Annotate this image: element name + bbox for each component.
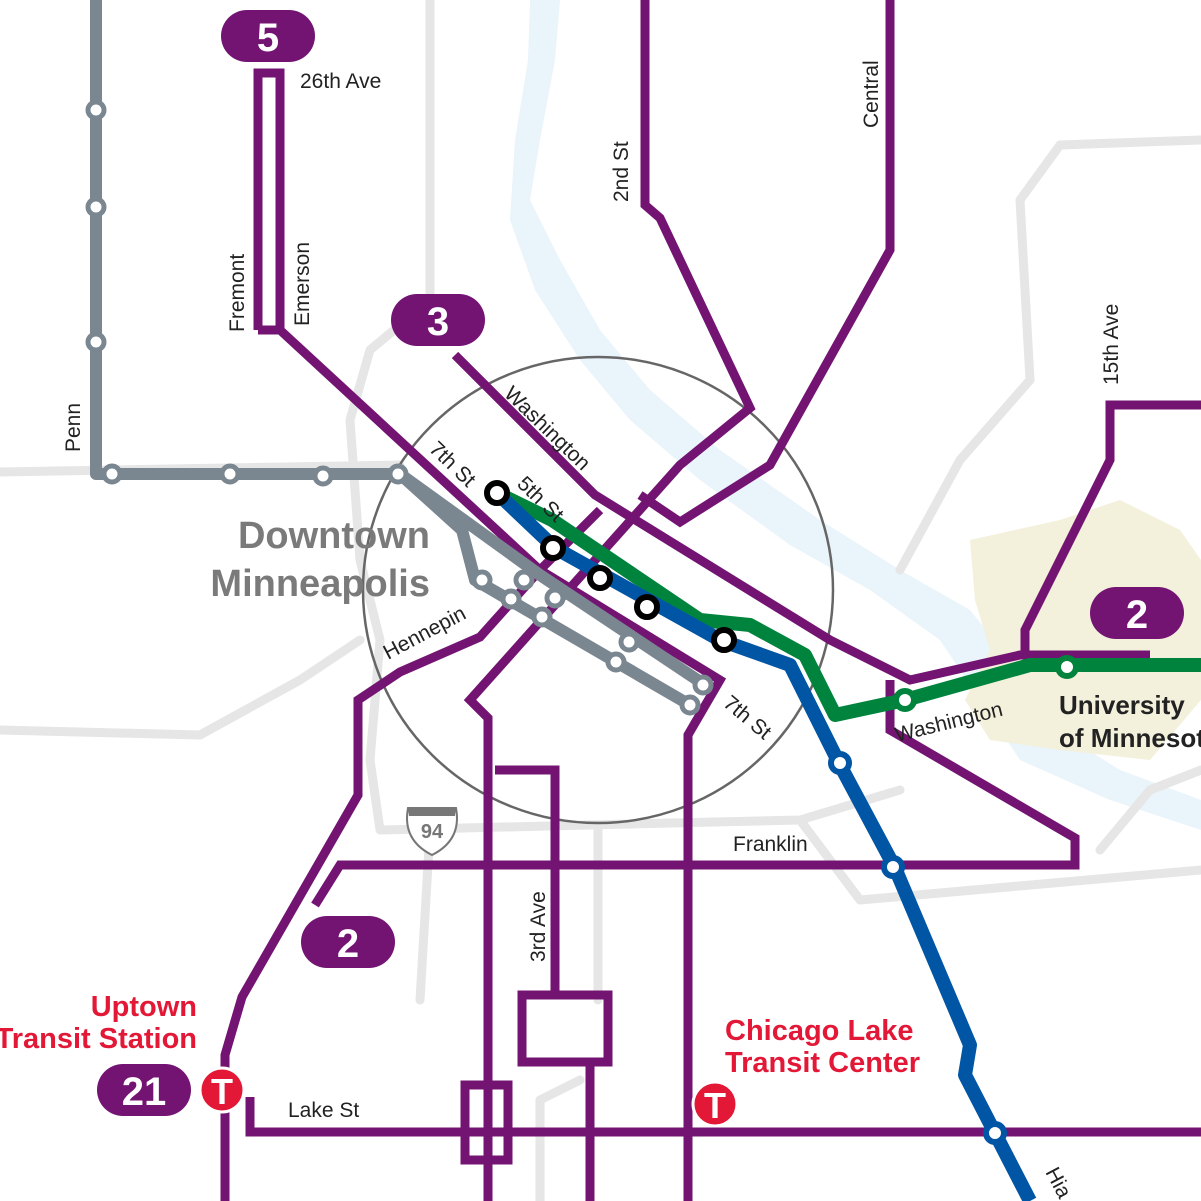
map-shape [500,588,522,610]
route-5-badge: 5 [221,10,315,62]
route-hennepin [220,506,604,1201]
uptown-label-1: Uptown [91,991,197,1023]
uptown-transit-icon[interactable]: T [198,1066,246,1114]
downtown-zone-circle [361,355,835,825]
map-shape [301,916,395,968]
label-7th-st-south: 7th St [719,691,776,744]
map-shape [85,196,107,218]
map-shape [415,825,435,1005]
map-shape [544,587,566,609]
map-shape [691,1080,739,1128]
map-shape [531,606,553,628]
label-2nd-st: 2nd St [610,141,633,202]
umn-label-2: of Minnesota [1059,723,1201,753]
label-penn: Penn [62,403,85,452]
map-shape [391,294,485,346]
label-lake-st: Lake St [288,1099,359,1122]
label-fremont: Fremont [226,254,249,332]
map-shape: 3 [427,300,449,344]
route-badges[interactable]: 5 3 2 2 21 [97,10,1184,1116]
mississippi-river [510,0,1201,830]
map-shape: 94 [421,821,444,843]
label-26th-ave: 26th Ave [300,70,381,93]
label-hiawatha: Hia [1041,1164,1076,1201]
map-shape [85,99,107,121]
map-shape [634,594,660,620]
map-shape [679,694,701,716]
blue-line-stations[interactable] [828,751,1007,1145]
map-shape [97,1064,191,1116]
map-shape [1095,765,1201,855]
map-shape [881,855,905,879]
route-3-badge: 3 [391,294,485,346]
umn-label-1: University [1059,690,1185,720]
bus-routes[interactable] [220,0,1201,1201]
map-shape [0,635,365,740]
map-shape [692,674,714,696]
chicago-lake-label-1: Chicago Lake [725,1015,914,1047]
map-shape [828,751,852,775]
map-shape [1090,587,1184,639]
chicago-lake-label-2: Transit Center [725,1047,920,1079]
shared-stations[interactable] [484,480,737,653]
green-line[interactable] [493,486,1201,722]
map-shape [513,569,535,591]
gray-line-stations[interactable] [85,99,714,716]
map-shape [198,1066,246,1114]
route-15th-ave [1020,400,1201,655]
map-shape [535,1075,585,1201]
map-shape: 21 [122,1070,167,1114]
map-shape: T [211,1071,233,1112]
route-2nd-st [463,0,756,1201]
route-2-badge-east: 2 [1090,587,1184,639]
map-shape [101,463,123,485]
label-central: Central [860,60,883,128]
map-shape [312,465,334,487]
map-shape [387,463,409,485]
route-3 [451,351,1150,685]
map-shape: 5 [257,16,279,60]
label-franklin: Franklin [733,833,808,856]
map-shape [484,480,510,506]
map-shape [221,10,315,62]
label-emerson: Emerson [291,242,314,326]
label-15th-ave: 15th Ave [1100,304,1123,385]
map-shape [408,808,456,816]
route-3rd-ave [460,765,613,1201]
map-shape [893,688,917,712]
route-21-lake-st [245,1097,1201,1137]
uptown-label-2: Transit Station [0,1023,197,1055]
label-3rd-ave: 3rd Ave [527,891,550,962]
map-shape [618,631,640,653]
downtown-label-2: Minneapolis [210,563,430,605]
green-line-stations[interactable] [893,655,1079,712]
map-shape [406,807,458,857]
map-shape [605,651,627,673]
downtown-label-1: Downtown [238,515,430,557]
map-shape [587,565,613,591]
label-washington-north: Washington [500,382,595,475]
route-2-badge-west: 2 [301,916,395,968]
map-shape [983,1121,1007,1145]
map-shape: 2 [1126,593,1148,637]
route-2 [311,680,1080,908]
map-shape [471,569,493,591]
map-shape [1055,655,1079,679]
map-shape [85,331,107,353]
map-shape [895,135,1201,575]
chicago-lake-transit-icon[interactable]: T [691,1080,739,1128]
map-shape: 2 [337,922,359,966]
route-central [637,0,895,528]
map-shape [219,463,241,485]
label-hennepin: Hennepin [380,602,470,665]
route-5 [253,68,727,1201]
map-shape [711,627,737,653]
map-shape: T [704,1085,726,1126]
route-21-badge: 21 [97,1064,191,1116]
map-shape [540,535,566,561]
map-shape [795,815,1201,905]
interstate-94-shield: 94 [406,807,458,857]
university-campus [965,500,1201,760]
